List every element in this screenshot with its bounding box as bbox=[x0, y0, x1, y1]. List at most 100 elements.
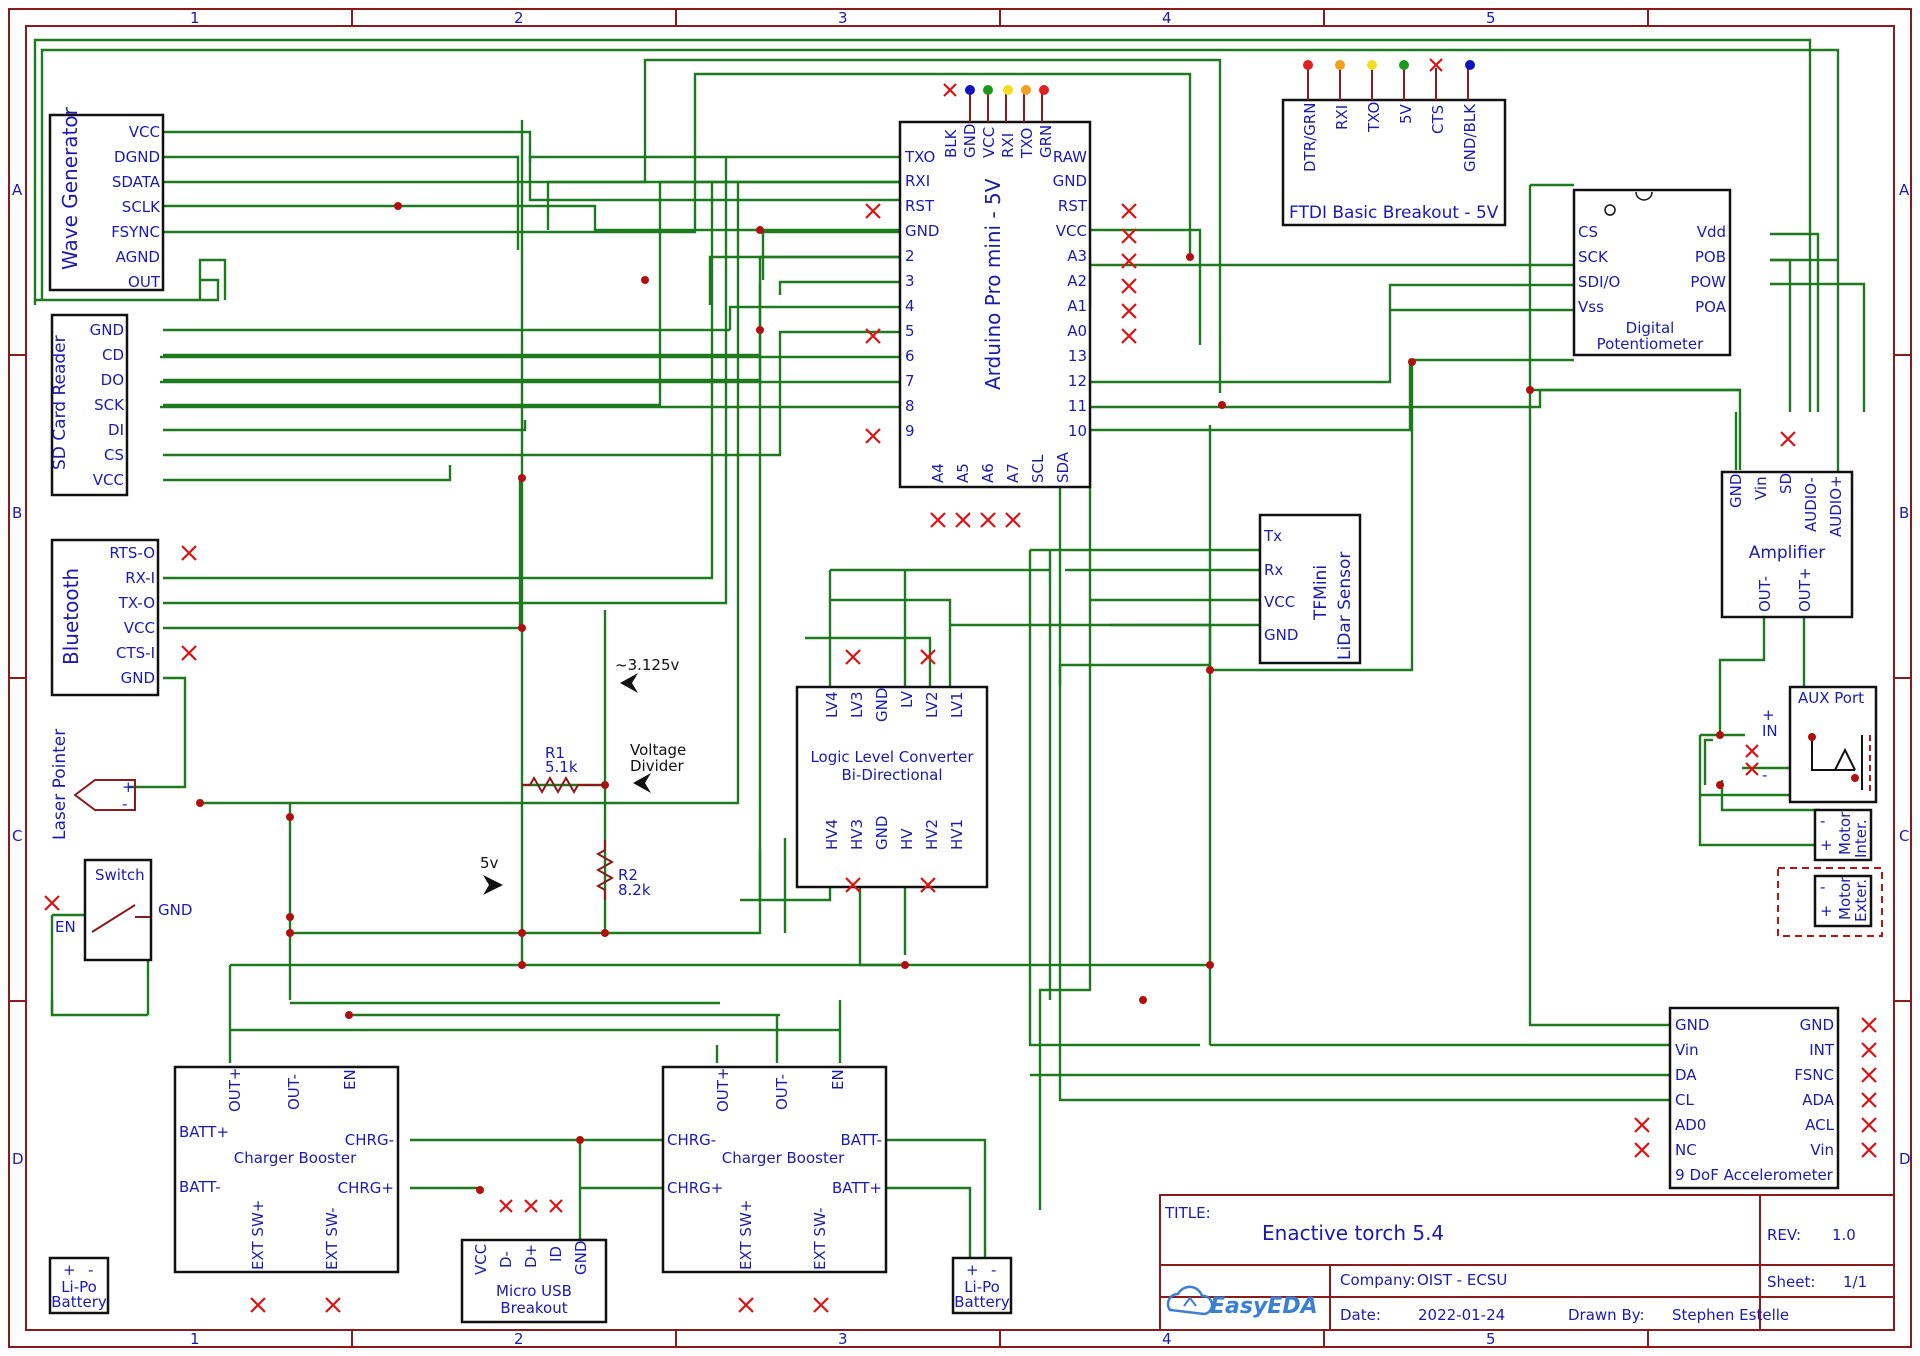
switch-pin-gnd: GND bbox=[158, 901, 192, 919]
laser-name: Laser Pointer bbox=[50, 729, 70, 840]
r1-value: 5.1k bbox=[545, 758, 578, 776]
cb1-right-chrg-minus: CHRG- bbox=[345, 1131, 394, 1149]
acc-right-acl: ACL bbox=[1805, 1116, 1834, 1134]
title-value: Enactive torch 5.4 bbox=[1262, 1221, 1444, 1245]
llc-bottom-gnd: GND bbox=[873, 816, 891, 850]
charger-booster-2: OUT+ OUT- EN EXT SW+ EXT SW- CHRG- CHRG+… bbox=[661, 1065, 888, 1313]
ard-left-3: 3 bbox=[905, 272, 915, 290]
ard-top-txo: TXO bbox=[1018, 128, 1036, 159]
ard-right-vcc: VCC bbox=[1056, 222, 1087, 240]
sd-pin-do: DO bbox=[101, 371, 124, 389]
llc-top-lv: LV bbox=[898, 690, 916, 708]
col-label-4: 4 bbox=[1162, 9, 1172, 27]
ard-right-10: 10 bbox=[1068, 422, 1087, 440]
ard-right-a1: A1 bbox=[1067, 297, 1087, 315]
lidar-pin-vcc: VCC bbox=[1264, 593, 1295, 611]
r2-name: R2 bbox=[618, 866, 638, 884]
annotation-3125v: ~3.125v bbox=[615, 656, 680, 674]
arduino-pro-mini: Arduino Pro mini - 5V TXO RXI RST GND 2 … bbox=[865, 83, 1137, 528]
sd-card-reader: SD Card Reader GND CD DO SCK DI CS VCC bbox=[50, 313, 129, 497]
bt-pin-vcc: VCC bbox=[124, 619, 155, 637]
frame-labels: 1 2 3 4 5 1 2 3 4 5 A B C D A B C D bbox=[12, 9, 1911, 1348]
ard-left-9: 9 bbox=[905, 422, 915, 440]
annotation-5v: 5v bbox=[480, 854, 499, 872]
ard-bottom-sda: SDA bbox=[1054, 451, 1072, 483]
ard-right-12: 12 bbox=[1068, 372, 1087, 390]
amp-pin-audio-plus: AUDIO+ bbox=[1827, 475, 1845, 537]
row-label-b-right: B bbox=[1899, 504, 1909, 522]
bt-pin-gnd: GND bbox=[121, 669, 155, 687]
cb2-top-en: EN bbox=[829, 1069, 847, 1090]
motor-external: - + Motor Exter. bbox=[1777, 867, 1883, 937]
accelerometer-name: 9 DoF Accelerometer bbox=[1675, 1166, 1834, 1184]
wave-generator: Wave Generator VCC DGND SDATA SCLK FSYNC… bbox=[48, 106, 165, 292]
arrow-icon bbox=[620, 673, 638, 693]
rev-label: REV: bbox=[1767, 1226, 1801, 1244]
llc-top-lv1: LV1 bbox=[948, 691, 966, 718]
ftdi-header bbox=[1303, 58, 1475, 100]
acc-right-ada: ADA bbox=[1802, 1091, 1835, 1109]
charger2-name: Charger Booster bbox=[722, 1149, 845, 1167]
sheet-value: 1/1 bbox=[1843, 1273, 1867, 1291]
company-value: OIST - ECSU bbox=[1417, 1271, 1507, 1289]
charger1-name: Charger Booster bbox=[234, 1149, 357, 1167]
switch-name: Switch bbox=[95, 866, 145, 884]
ard-left-rxi: RXI bbox=[905, 172, 930, 190]
row-label-d-right: D bbox=[1899, 1150, 1911, 1168]
pot-pin-cs: CS bbox=[1578, 223, 1598, 241]
arrow-icon bbox=[483, 875, 503, 895]
ftdi-pin-gnd: GND/BLK bbox=[1461, 103, 1479, 172]
ftdi-pin-txo: TXO bbox=[1365, 102, 1383, 133]
arduino-top-header-dots bbox=[943, 83, 1049, 122]
cb2-top-out-plus: OUT+ bbox=[714, 1067, 732, 1112]
llc-top-gnd: GND bbox=[873, 688, 891, 722]
ard-left-gnd: GND bbox=[905, 222, 939, 240]
battery2-pin-minus: - bbox=[991, 1261, 996, 1279]
cb2-left-chrg-plus: CHRG+ bbox=[667, 1179, 723, 1197]
lidar-name-1: TFMini bbox=[1311, 565, 1331, 621]
aux-name: AUX Port bbox=[1798, 689, 1864, 707]
llc-top-lv2: LV2 bbox=[923, 691, 941, 718]
acc-left-nc: NC bbox=[1675, 1141, 1697, 1159]
cloud-icon bbox=[1166, 1285, 1214, 1316]
row-label-b: B bbox=[12, 504, 22, 522]
llc-bottom-hv4: HV4 bbox=[823, 819, 841, 850]
ard-left-2: 2 bbox=[905, 247, 915, 265]
pot-pin-vss: Vss bbox=[1578, 298, 1604, 316]
ard-right-rst: RST bbox=[1058, 197, 1088, 215]
bt-pin-rx: RX-I bbox=[125, 569, 155, 587]
resistor-r2: R2 8.2k bbox=[595, 840, 651, 900]
col-label-5: 5 bbox=[1486, 9, 1496, 27]
amp-pin-audio-minus: AUDIO- bbox=[1802, 477, 1820, 532]
laser-pin-plus: + bbox=[122, 778, 135, 796]
ard-left-5: 5 bbox=[905, 322, 915, 340]
acc-right-gnd: GND bbox=[1800, 1016, 1834, 1034]
ard-bottom-a6: A6 bbox=[979, 463, 997, 483]
motor-internal: - + Motor Inter. bbox=[1813, 808, 1873, 862]
llc-bottom-hv3: HV3 bbox=[848, 819, 866, 850]
wg-pin-fsync: FSYNC bbox=[111, 223, 160, 241]
micro-usb-breakout: VCC D- D+ ID GND Micro USB Breakout bbox=[460, 1199, 608, 1324]
lidar-pin-gnd: GND bbox=[1264, 626, 1298, 644]
llc-bottom-hv1: HV1 bbox=[948, 819, 966, 850]
acc-left-ad0: AD0 bbox=[1675, 1116, 1706, 1134]
llc-top-lv3: LV3 bbox=[848, 691, 866, 718]
cb1-top-out-minus: OUT- bbox=[285, 1074, 303, 1110]
drawn-label: Drawn By: bbox=[1568, 1306, 1645, 1324]
r1-name: R1 bbox=[545, 744, 565, 762]
acc-right-vin: Vin bbox=[1810, 1141, 1834, 1159]
usb-pin-gnd: GND bbox=[572, 1241, 590, 1275]
wg-pin-agnd: AGND bbox=[116, 248, 160, 266]
ftdi-name: FTDI Basic Breakout - 5V bbox=[1289, 203, 1499, 223]
ard-bottom-a7: A7 bbox=[1004, 463, 1022, 483]
acc-left-vin: Vin bbox=[1675, 1041, 1699, 1059]
battery2-pin-plus: + bbox=[966, 1261, 979, 1279]
ard-top-rxi: RXI bbox=[999, 133, 1017, 158]
cb1-top-en: EN bbox=[341, 1069, 359, 1090]
amp-pin-sd: SD bbox=[1777, 473, 1795, 494]
motor-inter-name-1: Motor bbox=[1836, 811, 1854, 855]
ard-bottom-a4: A4 bbox=[929, 463, 947, 483]
row-label-a-right: A bbox=[1899, 181, 1910, 199]
ard-top-grn: GRN bbox=[1037, 125, 1055, 158]
wg-pin-sclk: SCLK bbox=[122, 198, 161, 216]
